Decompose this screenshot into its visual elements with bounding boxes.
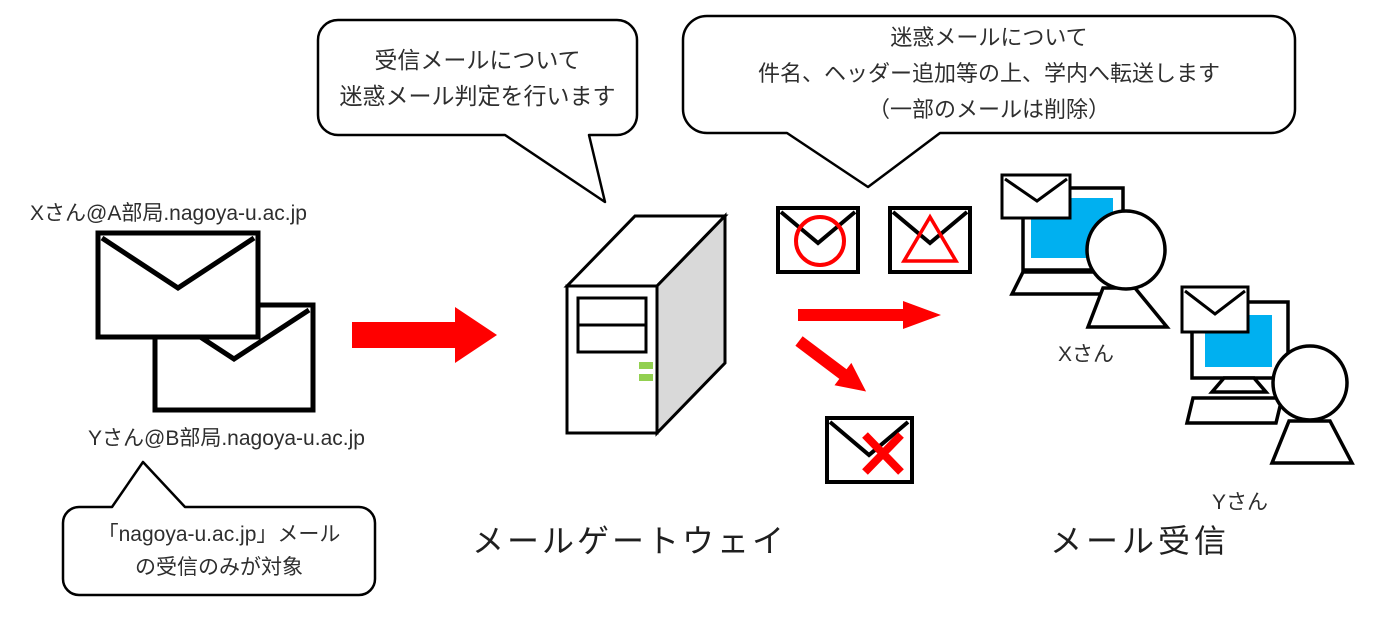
sender-x-address-label: Xさん@A部局.nagoya-u.ac.jp: [30, 202, 307, 225]
speech-bubble-gateway-process: [316, 18, 639, 204]
speech-bubble-spam-handling: [681, 14, 1297, 189]
server-led-icon: [639, 374, 653, 381]
mail-reception-label: メール受信: [1050, 523, 1231, 559]
recipient-y-computer-icon: [1180, 285, 1355, 465]
person-icon-recipient-y: [1269, 344, 1355, 465]
arrow-right-icon-to-recipients: [798, 301, 941, 329]
server-icon-mail-gateway: [563, 212, 729, 437]
arrow-right-icon-to-gateway: [352, 307, 497, 363]
sender-y-address-label: Yさん@B部局.nagoya-u.ac.jp: [88, 427, 365, 450]
recipient-x-name-label: Xさん: [1058, 343, 1115, 366]
recipient-y-name-label: Yさん: [1212, 491, 1269, 514]
recipient-x-computer-icon: [1000, 173, 1171, 329]
server-led-icon: [639, 362, 653, 369]
person-icon-recipient-x: [1085, 209, 1171, 329]
mail-gateway-label: メールゲートウェイ: [472, 523, 788, 559]
speech-bubble-scope: [61, 460, 377, 597]
envelope-icon-sender-x: [95, 230, 261, 340]
arrow-down-right-icon-to-deleted: [795, 336, 867, 392]
envelope-red-cross-icon: [825, 416, 914, 484]
envelope-red-circle-icon: [776, 206, 860, 274]
envelope-red-triangle-icon: [888, 206, 972, 274]
envelope-icon-recipient-y: [1180, 285, 1250, 334]
envelope-icon-recipient-x: [1000, 173, 1072, 220]
